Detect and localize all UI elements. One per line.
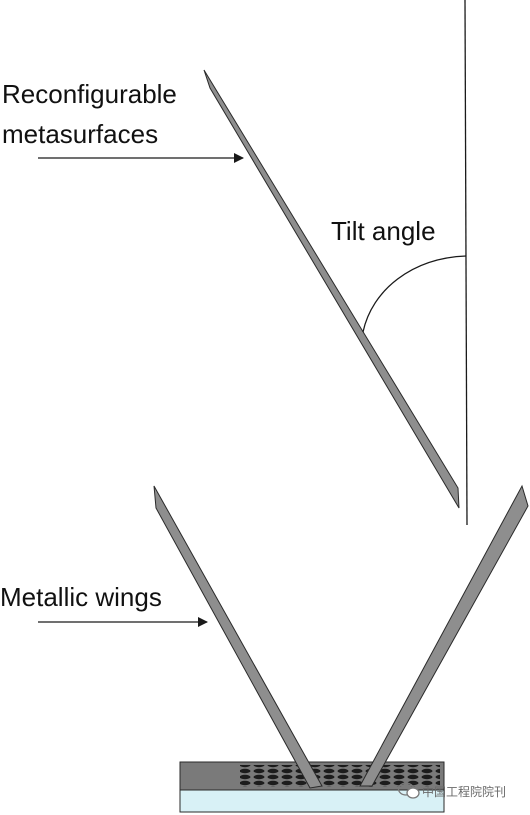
watermark: 中国工程院院刊 bbox=[397, 782, 506, 799]
tilt-angle-arc bbox=[362, 255, 467, 333]
label-metasurfaces: metasurfaces bbox=[2, 119, 158, 149]
metallic-wing-left bbox=[153, 485, 323, 789]
watermark-text: 中国工程院院刊 bbox=[422, 784, 506, 799]
vertical-reference-line bbox=[464, 0, 468, 526]
label-tilt-angle: Tilt angle bbox=[331, 216, 436, 246]
label-reconfigurable: Reconfigurable bbox=[2, 79, 177, 109]
metallic-wing-right bbox=[359, 484, 529, 787]
base-substrate bbox=[179, 789, 445, 813]
wechat-icon bbox=[397, 782, 420, 799]
hole-array-pattern bbox=[240, 765, 440, 787]
label-metallic-wings: Metallic wings bbox=[0, 582, 162, 612]
reconfigurable-metasurface-panel bbox=[203, 69, 460, 509]
